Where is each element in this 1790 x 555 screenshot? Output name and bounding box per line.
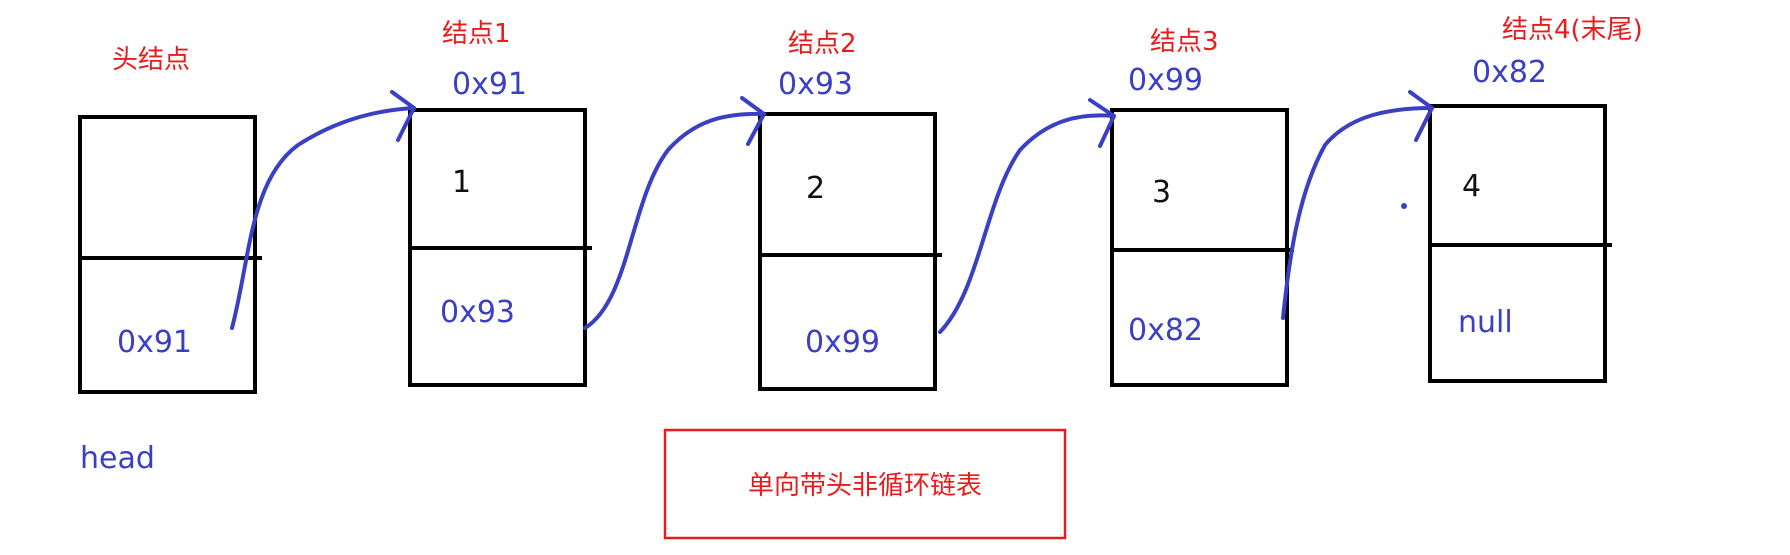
caption-box — [663, 428, 1067, 540]
arrow-node-1-to-node-2 — [583, 111, 766, 330]
head-label: head — [80, 441, 155, 476]
node-1: 结点1 0x91 1 0x93 — [408, 19, 592, 387]
node-1-value: 1 — [452, 165, 471, 200]
node-4-value: 4 — [1462, 169, 1481, 204]
stray-dot — [1401, 203, 1407, 209]
head-node-title: 头结点 — [112, 45, 190, 75]
head-node: 头结点 0x91 head — [78, 45, 262, 476]
caption: 单向带头非循环链表 — [663, 428, 1067, 540]
node-3: 结点3 0x99 3 0x82 — [1110, 27, 1294, 387]
caption-text: 单向带头非循环链表 — [748, 471, 982, 501]
arrow-node-2-to-node-3 — [938, 113, 1116, 334]
node-4-title: 结点4(末尾) — [1502, 15, 1643, 45]
node-3-address: 0x99 — [1128, 63, 1203, 98]
node-3-value: 3 — [1152, 175, 1171, 210]
head-node-next: 0x91 — [117, 325, 192, 360]
node-2-address: 0x93 — [778, 67, 853, 102]
arrow-node-3-to-node-4 — [1281, 106, 1434, 320]
node-2-title: 结点2 — [788, 29, 857, 59]
node-2-next: 0x99 — [805, 325, 880, 360]
arrow-head-node-2 — [740, 96, 766, 146]
node-1-address: 0x91 — [452, 67, 527, 102]
arrow-head-node-1 — [390, 90, 416, 142]
node-4-address: 0x82 — [1472, 55, 1547, 90]
pointer-arrows — [230, 90, 1434, 334]
node-3-box — [1110, 108, 1289, 387]
node-2-box — [758, 112, 937, 391]
node-2: 结点2 0x93 2 0x99 — [758, 29, 942, 391]
node-4: 结点4(末尾) 0x82 4 null — [1428, 15, 1643, 383]
head-node-box — [78, 115, 257, 394]
node-4-next: null — [1458, 305, 1513, 340]
arrow-head-to-node-1 — [230, 106, 416, 330]
node-1-next: 0x93 — [440, 295, 515, 330]
arrow-head-node-3 — [1088, 98, 1116, 148]
node-3-next: 0x82 — [1128, 313, 1203, 348]
node-2-value: 2 — [806, 171, 825, 206]
node-1-title: 结点1 — [442, 19, 511, 49]
arrow-head-node-4 — [1408, 90, 1434, 142]
node-3-title: 结点3 — [1150, 27, 1219, 57]
